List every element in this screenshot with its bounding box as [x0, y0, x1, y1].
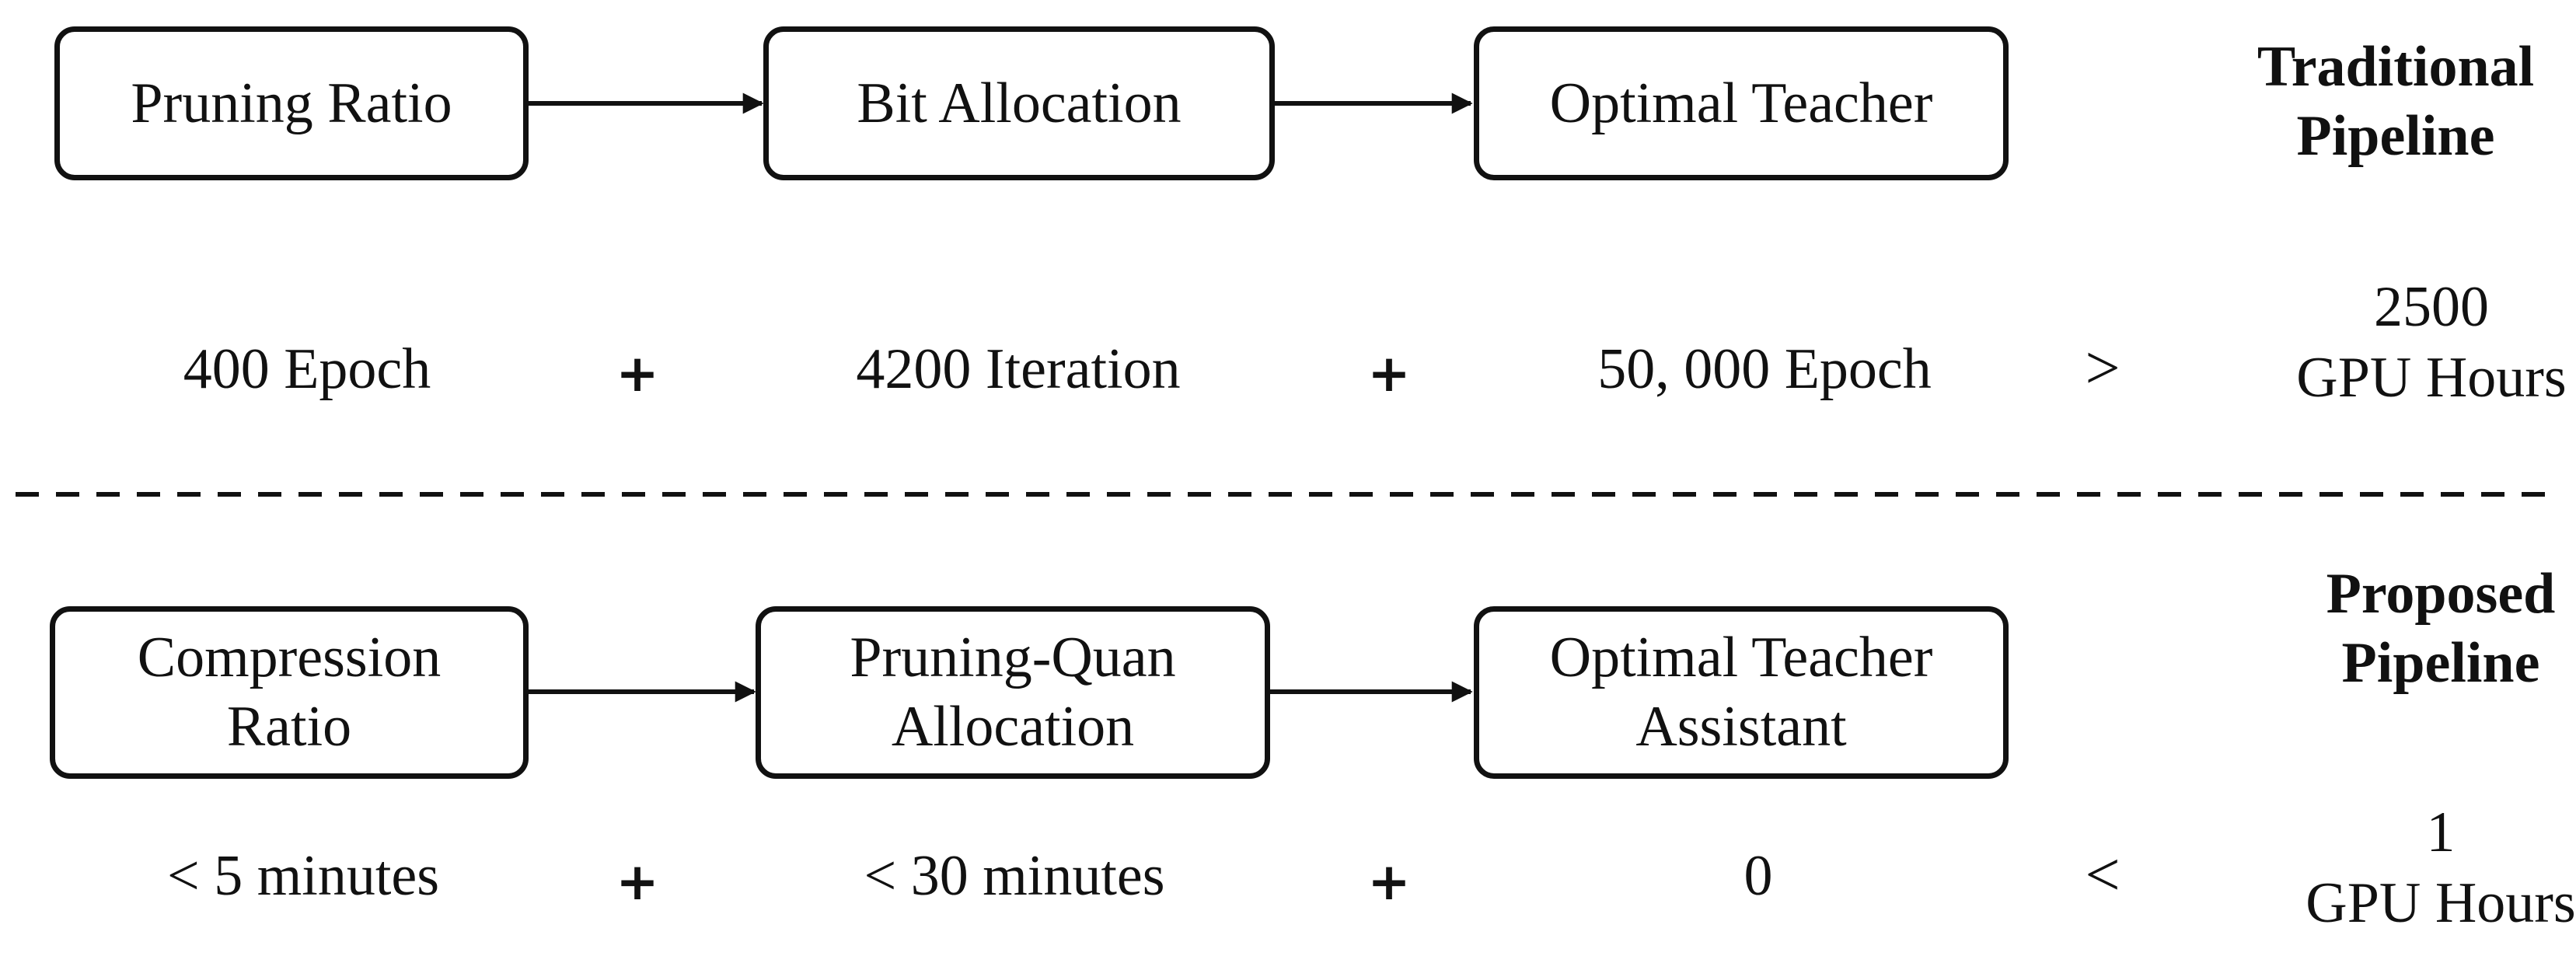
comparator-greater-than: > [2085, 334, 2120, 403]
box-compression-ratio-line2: Ratio [226, 695, 352, 759]
box-pruning-quan-line2: Allocation [891, 695, 1135, 759]
box-pruning-quan-allocation: Pruning-Quan Allocation [756, 606, 1270, 779]
box-optimal-teacher: Optimal Teacher [1474, 26, 2009, 180]
traditional-pipeline-title: Traditional Pipeline [2257, 33, 2534, 171]
proposed-total-cost: 1 GPU Hours [2305, 797, 2575, 939]
box-bit-allocation-label: Bit Allocation [857, 71, 1182, 135]
cost-optimal-teacher: 50, 000 Epoch [1597, 337, 1932, 401]
box-pruning-ratio-label: Pruning Ratio [131, 71, 452, 135]
cost-bit-allocation: 4200 Iteration [856, 337, 1181, 401]
comparator-less-than: < [2085, 841, 2120, 909]
plus-sign-trad-1: + [616, 344, 659, 403]
box-pruning-ratio: Pruning Ratio [54, 26, 529, 180]
proposed-title-line2: Pipeline [2341, 630, 2540, 695]
proposed-title-line1: Proposed [2326, 562, 2556, 626]
traditional-title-line2: Pipeline [2296, 103, 2495, 168]
box-bit-allocation: Bit Allocation [763, 26, 1275, 180]
box-optimal-teacher-assistant-line2: Assistant [1635, 695, 1847, 759]
traditional-title-line1: Traditional [2257, 35, 2535, 99]
box-optimal-teacher-assistant-line1: Optimal Teacher [1549, 626, 1933, 690]
proposed-total-line2: GPU Hours [2305, 871, 2576, 936]
proposed-total-line1: 1 [2426, 801, 2456, 864]
box-pruning-quan-line1: Pruning-Quan [850, 626, 1176, 690]
cost-pruning-ratio: 400 Epoch [183, 337, 431, 401]
plus-sign-prop-2: + [1367, 852, 1411, 912]
box-optimal-teacher-label: Optimal Teacher [1549, 71, 1933, 135]
traditional-total-line1: 2500 [2373, 275, 2489, 339]
box-optimal-teacher-assistant: Optimal Teacher Assistant [1474, 606, 2009, 779]
cost-pruning-quan-allocation: < 30 minutes [864, 844, 1165, 908]
cost-optimal-teacher-assistant: 0 [1744, 844, 1773, 908]
box-compression-ratio: Compression Ratio [50, 606, 529, 779]
cost-compression-ratio: < 5 minutes [166, 844, 440, 908]
proposed-pipeline-title: Proposed Pipeline [2326, 560, 2556, 698]
traditional-total-line2: GPU Hours [2296, 346, 2567, 410]
traditional-total-cost: 2500 GPU Hours [2296, 272, 2566, 413]
box-compression-ratio-line1: Compression [137, 626, 442, 690]
plus-sign-trad-2: + [1367, 344, 1411, 403]
plus-sign-prop-1: + [616, 852, 659, 912]
